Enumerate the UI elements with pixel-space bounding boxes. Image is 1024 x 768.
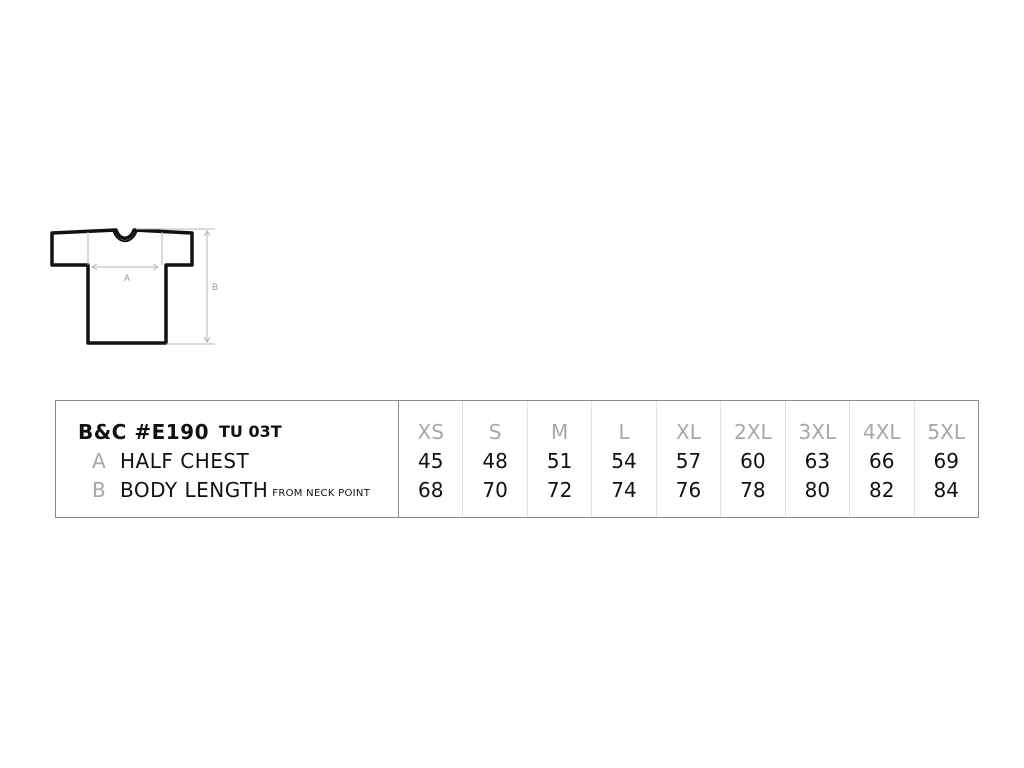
size-column-4xl: 4XL 66 82 <box>850 401 915 517</box>
label-column: B&C #E190 TU 03T A HALF CHEST B BODY LEN… <box>56 401 399 517</box>
chest-arrow-right <box>152 263 159 271</box>
tshirt-outline <box>50 228 194 345</box>
body-length-value: 74 <box>611 478 637 502</box>
half-chest-value: 48 <box>482 449 508 473</box>
size-column-5xl: 5XL 69 84 <box>915 401 978 517</box>
half-chest-value: 60 <box>740 449 766 473</box>
label-b: B <box>212 282 218 292</box>
half-chest-value: 63 <box>804 449 831 473</box>
collar-inner-line <box>112 229 138 243</box>
half-chest-value: 66 <box>869 449 895 473</box>
tshirt-diagram: A B <box>50 228 218 345</box>
size-column-3xl: 3XL 63 80 <box>786 401 851 517</box>
size-header: 4XL <box>862 420 901 444</box>
body-length-value: 70 <box>482 478 508 502</box>
product-ref: TU 03T <box>219 422 282 441</box>
size-column-xs: XS 45 68 <box>399 401 464 517</box>
size-header: S <box>488 420 502 444</box>
body-length-value: 78 <box>740 478 766 502</box>
body-length-value: 72 <box>546 478 573 502</box>
row-note-from-neck-point: FROM NECK POINT <box>272 488 371 499</box>
size-header: M <box>550 420 569 444</box>
body-length-value: 76 <box>675 478 702 502</box>
length-arrow-top <box>203 230 211 237</box>
size-header: XS <box>417 420 444 444</box>
label-a: A <box>124 273 130 283</box>
size-header: 5XL <box>927 420 965 444</box>
row-label-half-chest: A HALF CHEST <box>56 447 398 475</box>
size-header: 2XL <box>734 420 772 444</box>
title-row: B&C #E190 TU 03T <box>56 418 398 446</box>
size-column-s: S 48 70 <box>463 401 528 517</box>
row-name-half-chest: HALF CHEST <box>120 449 250 473</box>
length-arrow-bottom <box>203 336 211 343</box>
size-column-m: M 51 72 <box>528 401 593 517</box>
size-column-2xl: 2XL 60 78 <box>721 401 786 517</box>
row-letter-a: A <box>92 449 106 473</box>
size-header: L <box>618 420 630 444</box>
product-code: B&C #E190 <box>78 420 209 444</box>
size-chart-table: B&C #E190 TU 03T A HALF CHEST B BODY LEN… <box>55 400 979 518</box>
size-column-xl: XL 57 76 <box>657 401 722 517</box>
half-chest-value: 69 <box>933 449 959 473</box>
size-column-l: L 54 74 <box>592 401 657 517</box>
size-header: 3XL <box>798 420 837 444</box>
body-length-value: 68 <box>417 478 444 502</box>
half-chest-value: 57 <box>675 449 702 473</box>
chest-arrow-left <box>91 263 98 271</box>
row-letter-b: B <box>92 478 106 502</box>
size-header: XL <box>676 420 701 444</box>
body-length-value: 84 <box>933 478 959 502</box>
body-length-value: 80 <box>804 478 831 502</box>
half-chest-value: 51 <box>546 449 573 473</box>
half-chest-value: 45 <box>417 449 444 473</box>
body-length-value: 82 <box>869 478 895 502</box>
half-chest-value: 54 <box>611 449 637 473</box>
